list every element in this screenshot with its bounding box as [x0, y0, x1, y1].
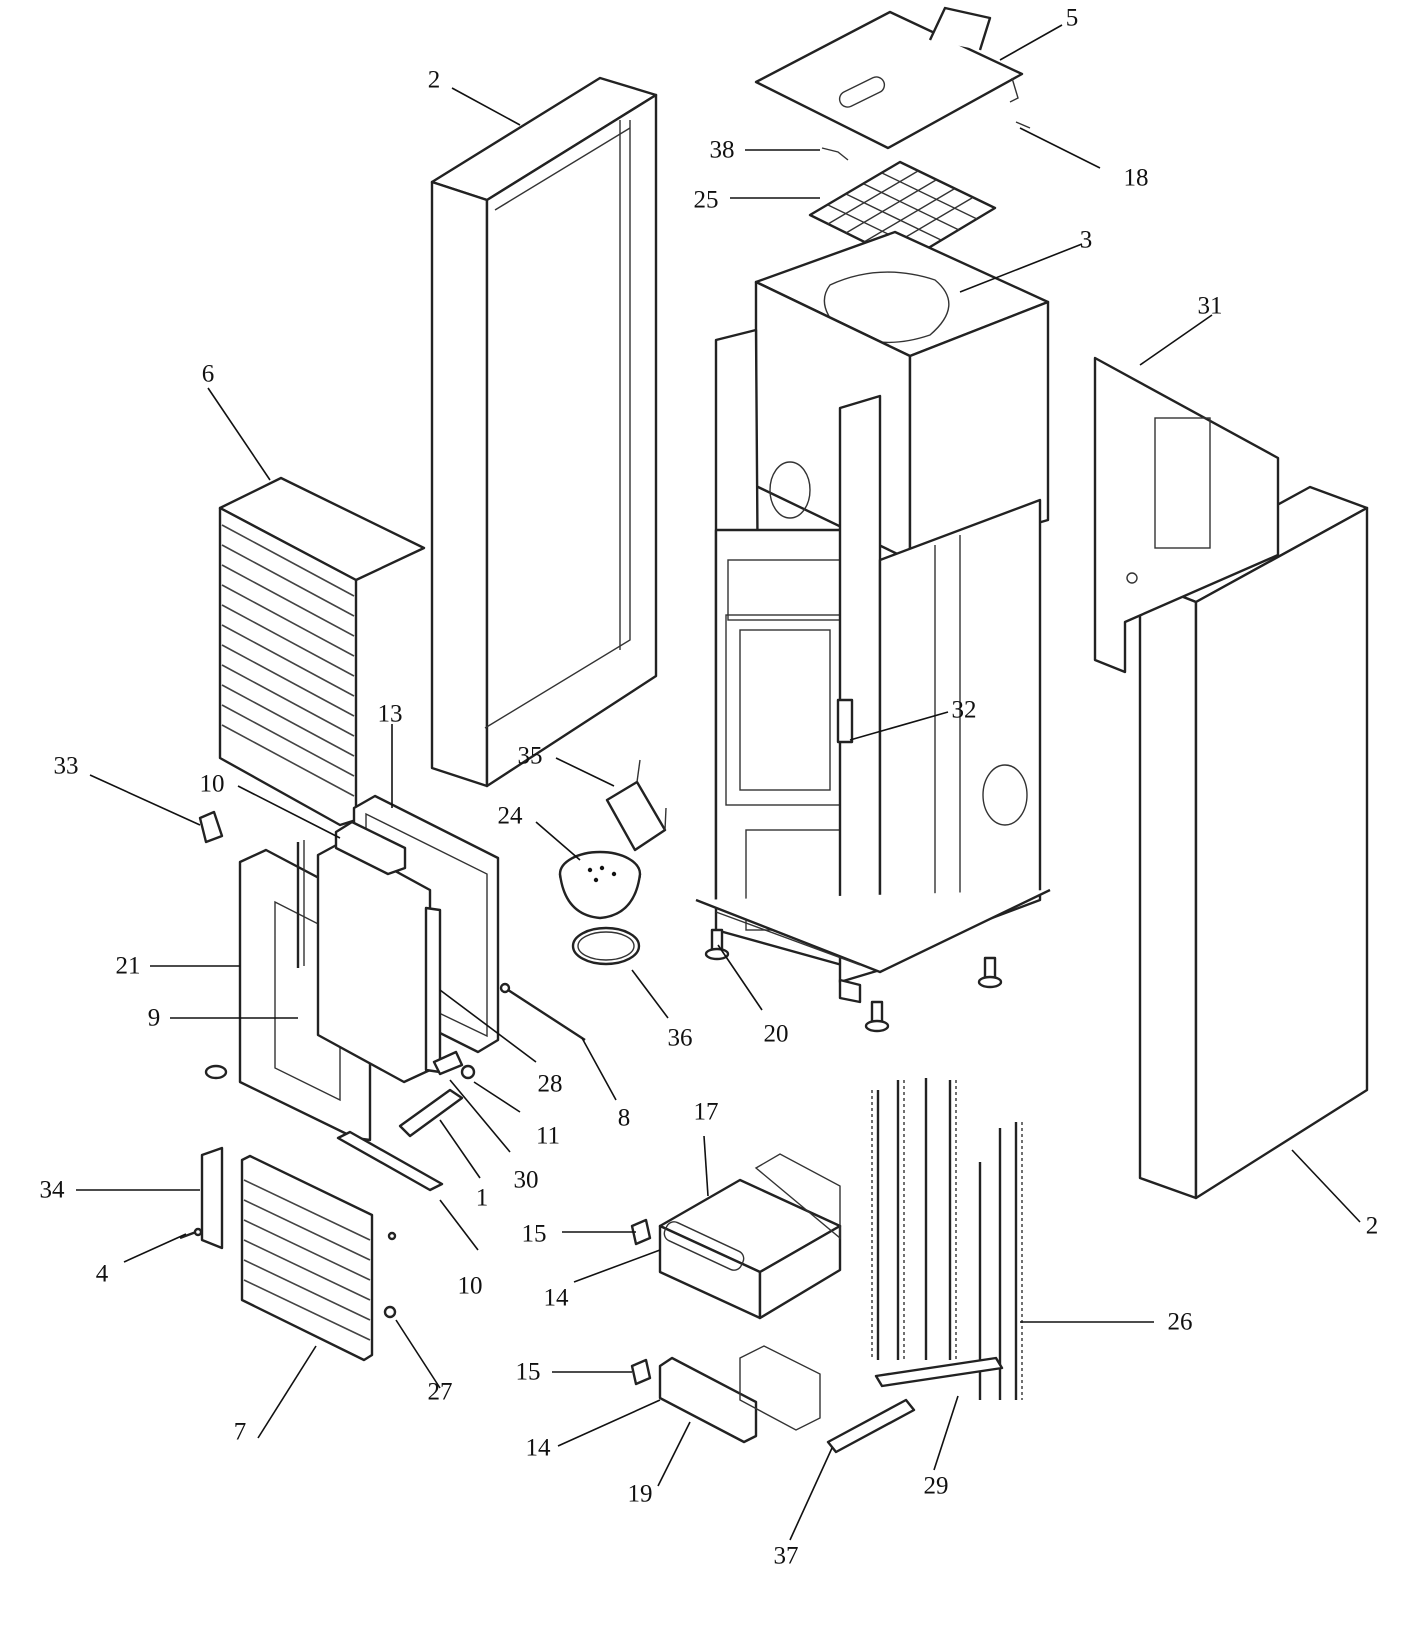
- callout-17: 17: [694, 1099, 719, 1126]
- callout-10-lower: 10: [458, 1273, 483, 1300]
- burn-pot: [558, 850, 642, 920]
- stove-body: [695, 230, 1051, 1004]
- callout-2-top: 2: [428, 67, 441, 94]
- callout-20: 20: [764, 1021, 789, 1048]
- screw-27: [383, 1231, 397, 1319]
- callout-14-upper: 14: [544, 1285, 570, 1312]
- callout-32: 32: [952, 697, 977, 724]
- callout-8: 8: [618, 1105, 631, 1132]
- callout-15-upper: 15: [522, 1221, 547, 1248]
- callout-18: 18: [1124, 165, 1149, 192]
- small-bracket: [821, 121, 1031, 161]
- screw-4: [179, 1227, 203, 1240]
- leader-lines: [76, 24, 1361, 1541]
- door-latch: [432, 1050, 476, 1080]
- spring-crossbar: [874, 1356, 1004, 1388]
- callout-13: 13: [378, 701, 403, 728]
- callout-26: 26: [1168, 1309, 1193, 1336]
- door-handle: [398, 1088, 464, 1138]
- exchanger-springs: [871, 1078, 1023, 1400]
- callout-37: 37: [774, 1543, 799, 1570]
- callout-labels: 2 5 38 18 25 3 31 6 13 32 35 33 10 24 21…: [40, 5, 1379, 1570]
- door-pin: [204, 1064, 228, 1080]
- control-board: [836, 698, 854, 744]
- callout-30: 30: [514, 1167, 539, 1194]
- callout-21: 21: [116, 953, 141, 980]
- callout-31: 31: [1198, 293, 1223, 320]
- callout-11: 11: [536, 1123, 560, 1150]
- glass-rod: [499, 982, 586, 1042]
- deflector-bracket: [605, 759, 667, 852]
- callout-27: 27: [428, 1379, 453, 1406]
- rear-panel: [1093, 356, 1280, 674]
- louvre-panel-upper: [218, 476, 426, 827]
- spring-rod: [826, 1398, 916, 1454]
- hinge-strip: [424, 906, 442, 1074]
- callout-29: 29: [924, 1473, 949, 1500]
- side-panel-right: [1138, 485, 1369, 1200]
- callout-25: 25: [694, 187, 719, 214]
- clip-33: [198, 810, 224, 844]
- callout-6: 6: [202, 361, 215, 388]
- lower-drawer: [630, 1345, 821, 1444]
- callout-35: 35: [518, 743, 543, 770]
- callout-5: 5: [1066, 5, 1079, 32]
- callout-14-lower: 14: [526, 1435, 552, 1462]
- callout-10-upper: 10: [200, 771, 225, 798]
- callout-9: 9: [148, 1005, 161, 1032]
- callout-38: 38: [710, 137, 735, 164]
- callout-3: 3: [1080, 227, 1093, 254]
- stove-feet: [704, 928, 1003, 1033]
- gasket-ring: [571, 926, 641, 966]
- callout-2-right: 2: [1366, 1213, 1379, 1240]
- ash-drawer: [630, 1153, 842, 1320]
- side-panel-left: [430, 76, 658, 788]
- hinge-34: [200, 1146, 224, 1250]
- callout-33: 33: [54, 753, 79, 780]
- callout-19: 19: [628, 1481, 653, 1508]
- callout-28: 28: [538, 1071, 563, 1098]
- trim-strip-lower: [336, 1130, 444, 1192]
- callout-15-lower: 15: [516, 1359, 541, 1386]
- callout-1: 1: [476, 1185, 489, 1212]
- door-seal-strip: [296, 840, 305, 968]
- louvre-panel-lower: [240, 1154, 374, 1362]
- trim-strip-upper: [334, 820, 407, 876]
- callout-24: 24: [498, 803, 524, 830]
- top-lid: [754, 6, 1024, 150]
- callout-36: 36: [668, 1025, 693, 1052]
- callout-4: 4: [96, 1261, 109, 1288]
- callout-7: 7: [234, 1419, 247, 1446]
- callout-34: 34: [40, 1177, 66, 1204]
